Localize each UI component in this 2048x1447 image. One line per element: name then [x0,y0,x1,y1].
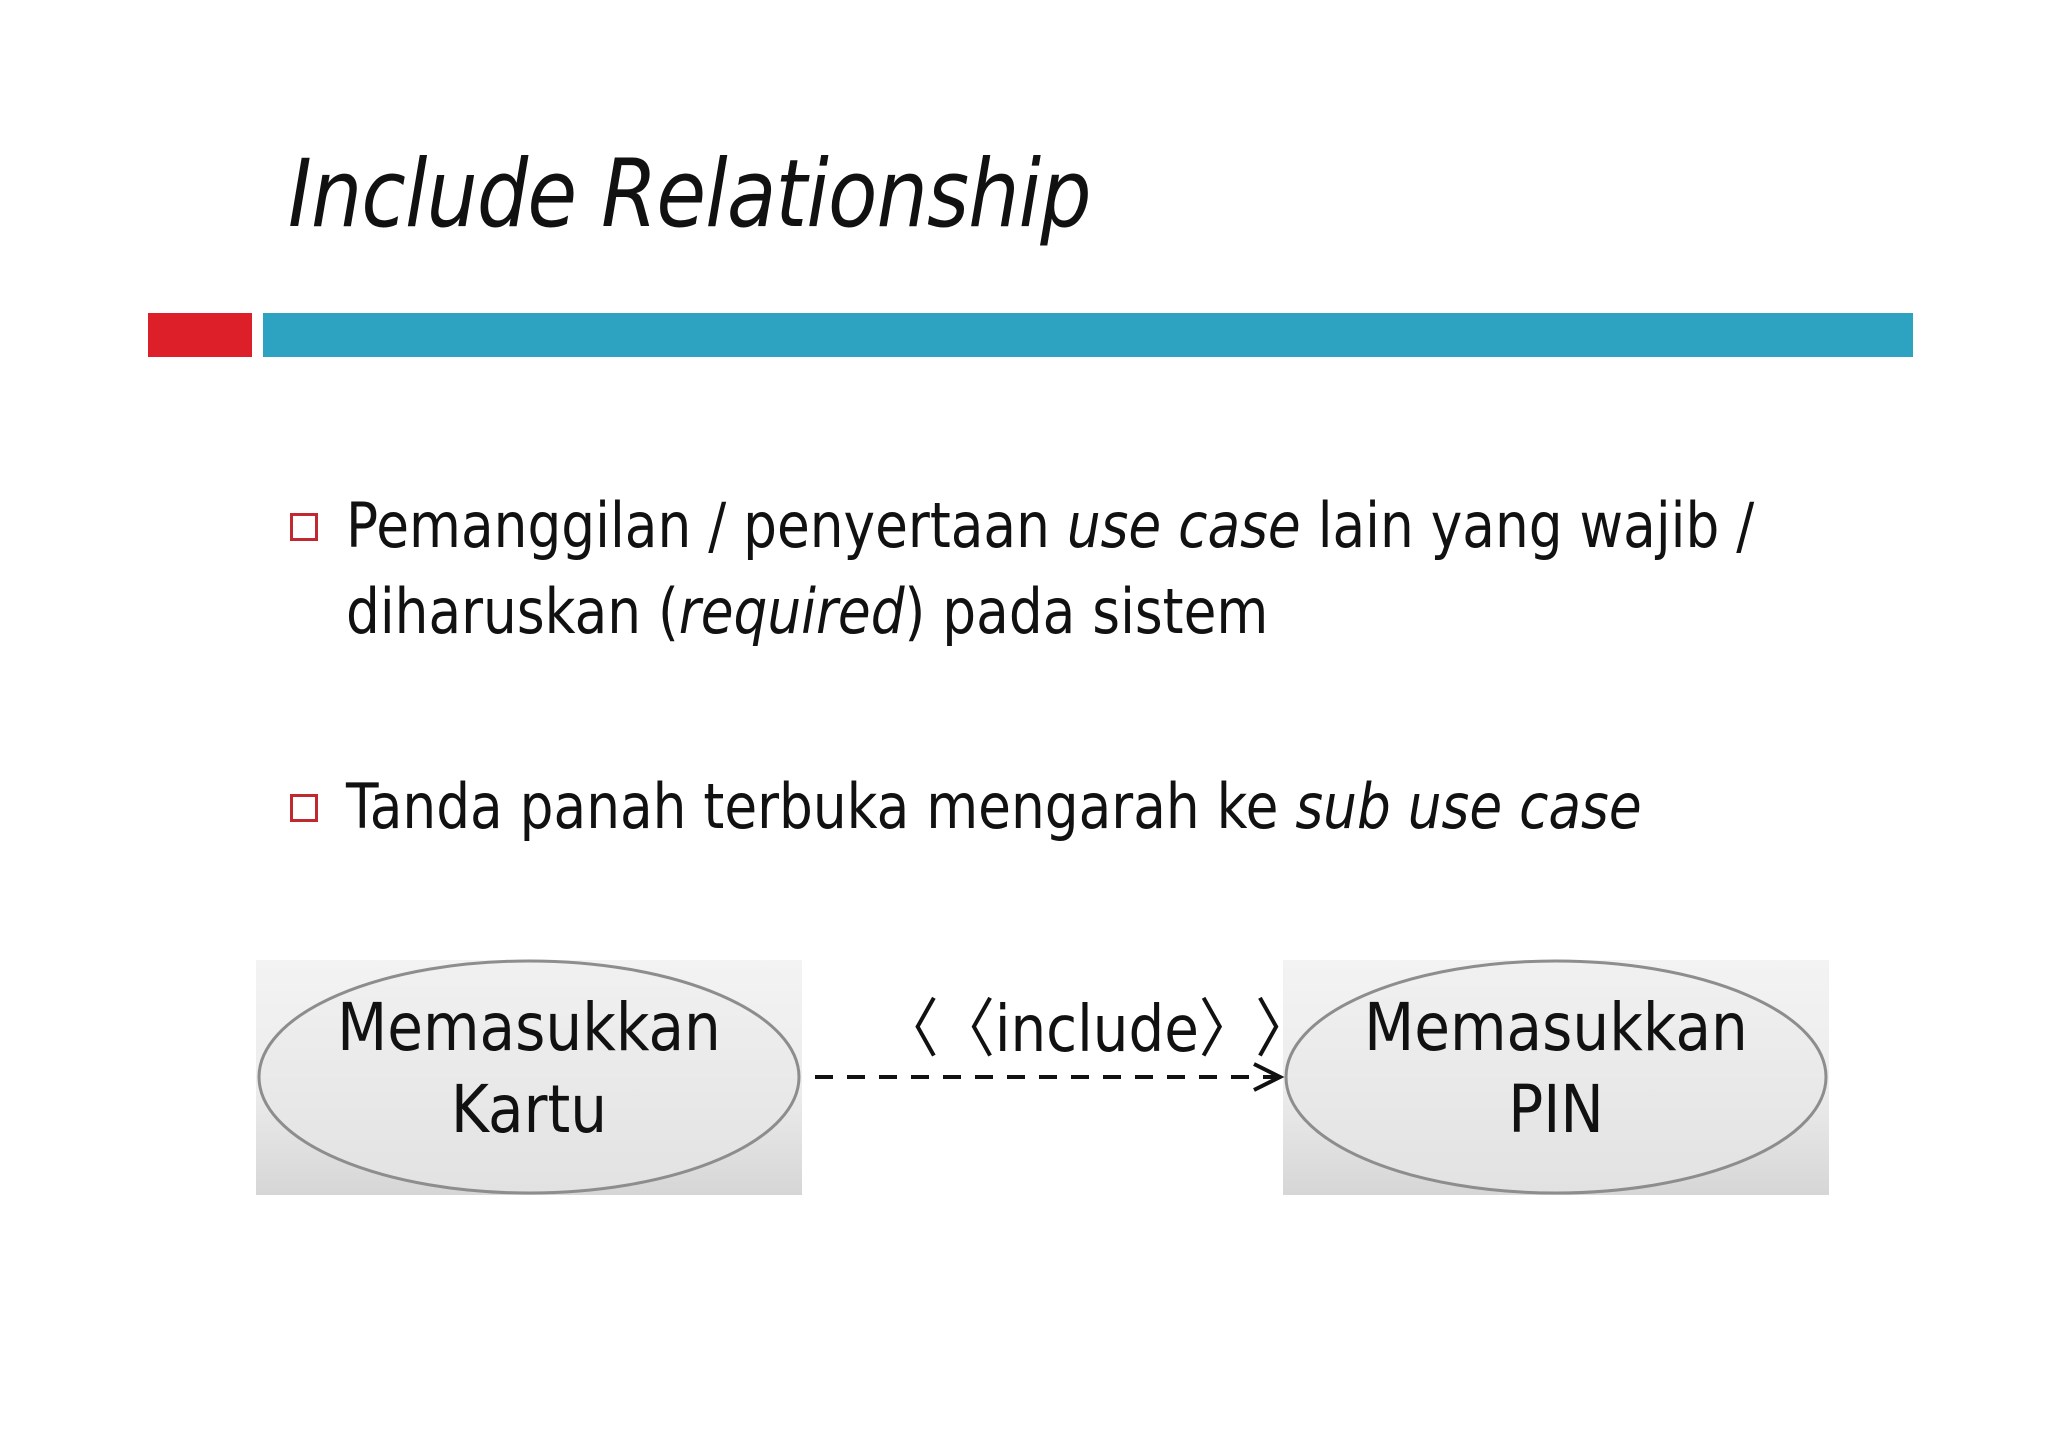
bullet-1-part-5: ) pada sistem [904,575,1269,648]
bullet-2-part-2: sub use case [1295,770,1642,843]
bullet-1-part-3: lain yang wajib / diharuskan ( [346,489,1755,648]
bullet-1-part-1: Pemanggilan / penyertaan [346,489,1067,562]
bullet-square-icon [290,794,318,822]
bullet-item-1: Pemanggilan / penyertaan use case lain y… [290,483,1930,655]
use-case-right-line-1: Memasukkan [1364,989,1748,1066]
title-accent-blue-bar [263,313,1913,357]
use-case-left-line-2: Kartu [450,1071,608,1148]
include-arrow-head [1253,1062,1285,1092]
bullet-1-part-2: use case [1066,489,1301,562]
use-case-left-label: Memasukkan Kartu [289,987,769,1151]
bullet-text-1: Pemanggilan / penyertaan use case lain y… [346,483,1963,655]
use-case-left-line-1: Memasukkan [337,989,721,1066]
bullet-1-part-4: required [678,575,905,648]
slide-title: Include Relationship [288,140,1092,249]
bullet-text-2: Tanda panah terbuka mengarah ke sub use … [346,764,1963,850]
bullet-square-icon [290,513,318,541]
use-case-right-label: Memasukkan PIN [1316,987,1796,1151]
bullet-2-part-1: Tanda panah terbuka mengarah ke [346,770,1296,843]
title-accent-red-bar [148,313,252,357]
use-case-right-line-2: PIN [1508,1071,1604,1148]
include-stereotype-label: 〈〈include〉〉 [882,993,1312,1067]
bullet-item-2: Tanda panah terbuka mengarah ke sub use … [290,764,1930,850]
